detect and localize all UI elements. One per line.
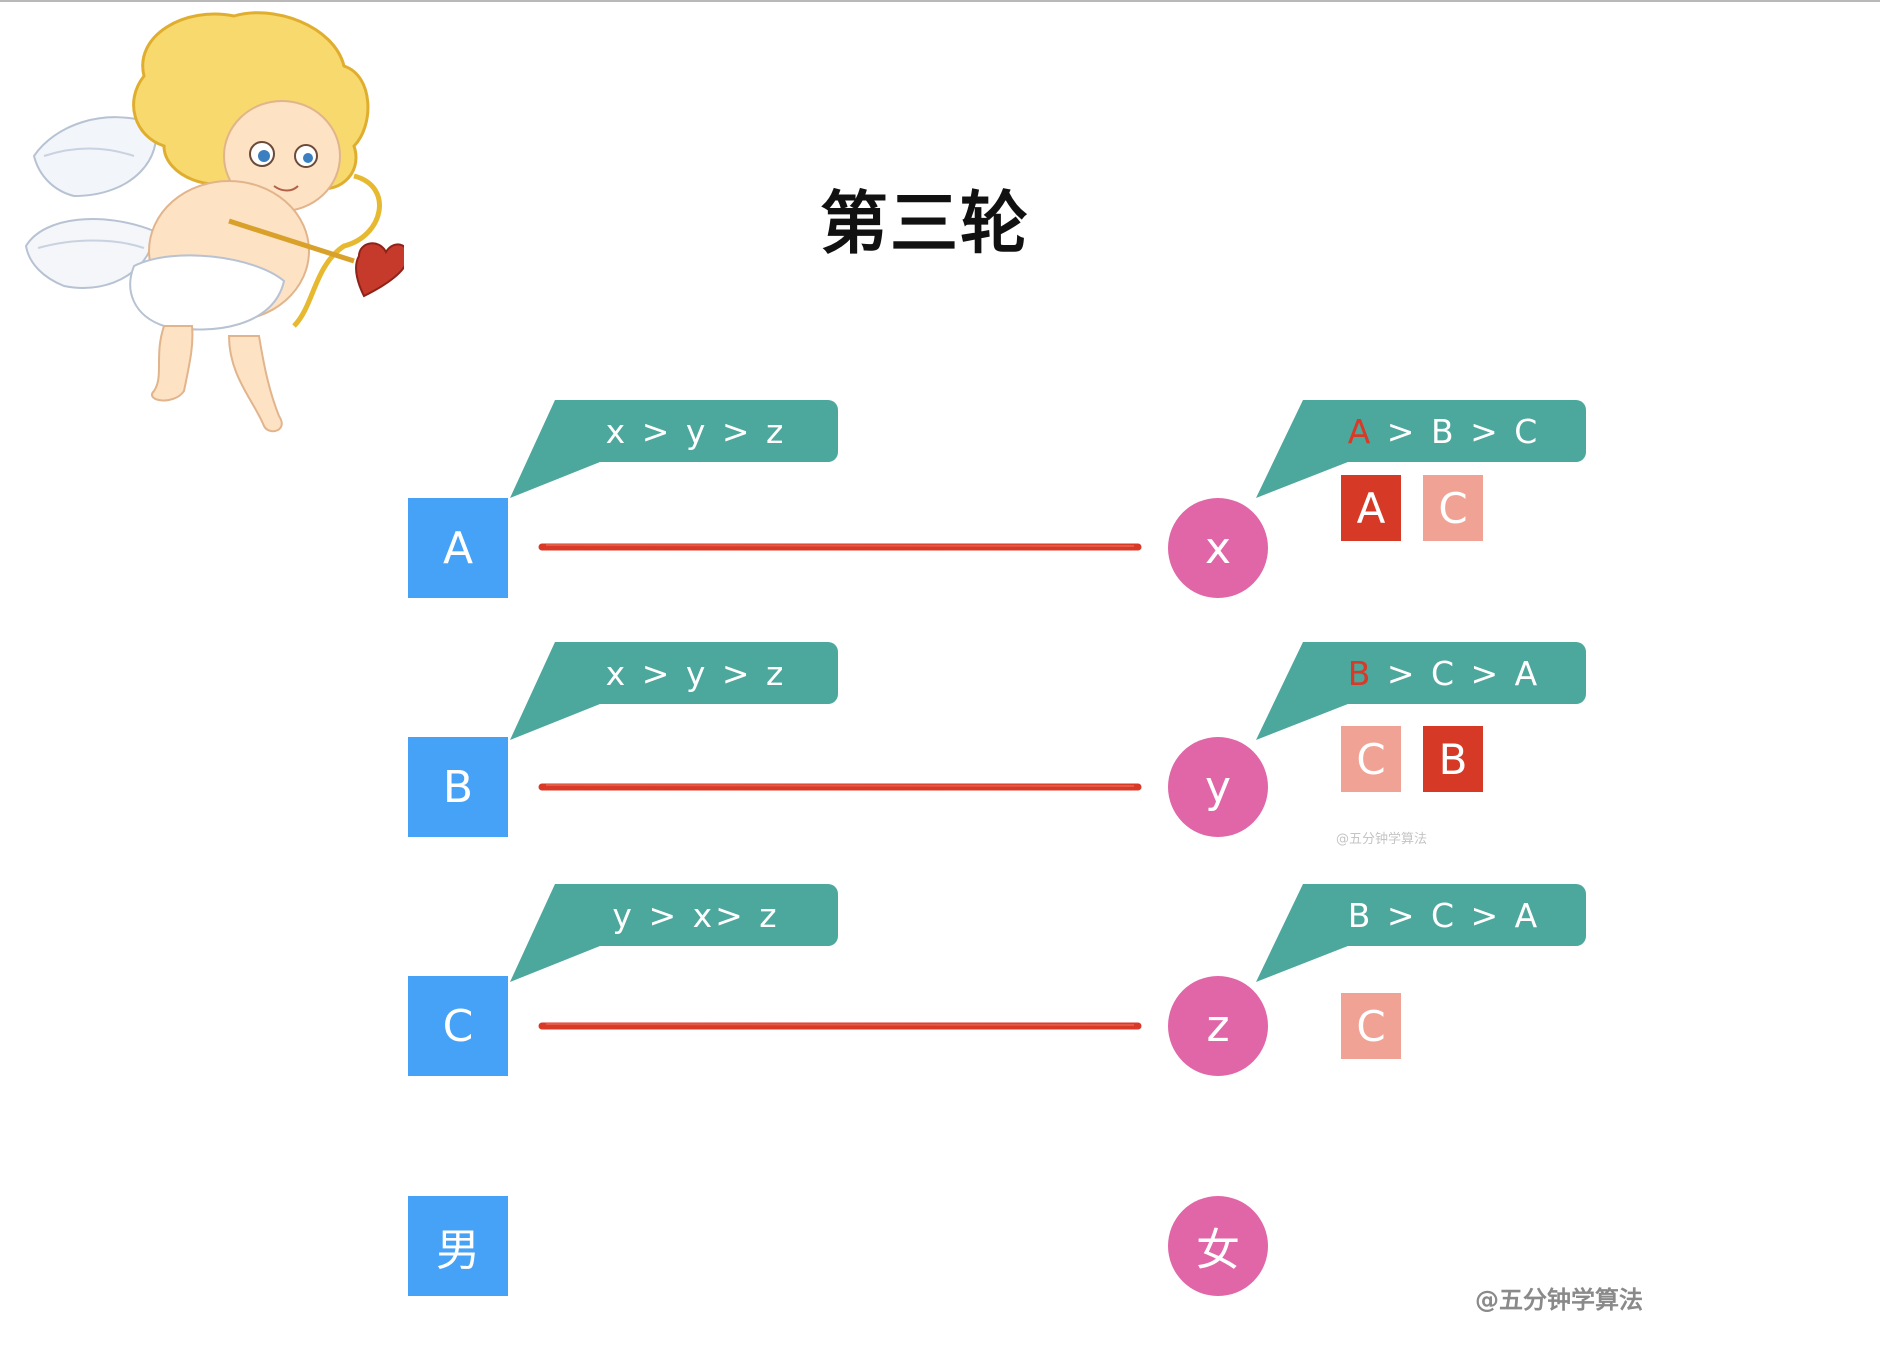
tag-label: B: [1439, 735, 1468, 784]
woman-label: y: [1205, 762, 1231, 813]
match-line-B-y: [540, 780, 1140, 794]
round-title: 第三轮: [780, 168, 1070, 267]
preference-text: y > x> z: [612, 896, 779, 935]
cupid-leg: [229, 336, 282, 431]
proposal-tag-light: C: [1341, 993, 1401, 1059]
preference-text: x > y > z: [606, 654, 787, 693]
preference-bubble-man-A: x > y > z: [554, 400, 838, 462]
preference-head: B: [1348, 896, 1374, 935]
man-node-A: A: [408, 498, 508, 598]
heart-icon: [356, 243, 404, 296]
legend-man: 男: [408, 1196, 508, 1296]
match-line-A-x: [540, 540, 1140, 554]
preference-tail: > C > A: [1373, 896, 1540, 935]
proposal-tag-dark: B: [1423, 726, 1483, 792]
preference-bubble-woman-z: B > C > A: [1302, 884, 1586, 946]
watermark: @五分钟学算法: [1475, 1280, 1643, 1315]
preference-bubble-man-B: x > y > z: [554, 642, 838, 704]
tag-label: C: [1356, 1002, 1385, 1051]
proposal-tag-light: C: [1423, 475, 1483, 541]
man-label: B: [443, 762, 473, 813]
preference-tail: > B > C: [1373, 412, 1540, 451]
preference-tail: > C > A: [1373, 654, 1540, 693]
legend-woman-label: 女: [1196, 1214, 1240, 1278]
legend-man-label: 男: [436, 1214, 480, 1278]
legend-woman: 女: [1168, 1196, 1268, 1296]
preference-head: A: [1348, 412, 1374, 451]
tag-label: C: [1356, 735, 1385, 784]
match-line-C-z: [540, 1019, 1140, 1033]
man-node-B: B: [408, 737, 508, 837]
woman-node-z: z: [1168, 976, 1268, 1076]
proposal-tag-light: C: [1341, 726, 1401, 792]
watermark-small: @五分钟学算法: [1336, 828, 1427, 847]
preference-head: B: [1348, 654, 1374, 693]
man-node-C: C: [408, 976, 508, 1076]
man-label: A: [443, 523, 473, 574]
proposal-tag-dark: A: [1341, 475, 1401, 541]
preference-bubble-woman-x: A > B > C: [1302, 400, 1586, 462]
top-divider: [0, 0, 1880, 2]
preference-bubble-man-C: y > x> z: [554, 884, 838, 946]
cupid-leg: [152, 326, 192, 400]
cupid-wing-back: [34, 117, 156, 196]
preference-bubble-woman-y: B > C > A: [1302, 642, 1586, 704]
woman-node-x: x: [1168, 498, 1268, 598]
woman-label: x: [1205, 523, 1231, 574]
woman-node-y: y: [1168, 737, 1268, 837]
preference-text: x > y > z: [606, 412, 787, 451]
woman-label: z: [1206, 1001, 1229, 1052]
tag-label: C: [1438, 484, 1467, 533]
cupid-illustration: [14, 6, 404, 436]
man-label: C: [443, 1001, 474, 1052]
tag-label: A: [1357, 484, 1386, 533]
